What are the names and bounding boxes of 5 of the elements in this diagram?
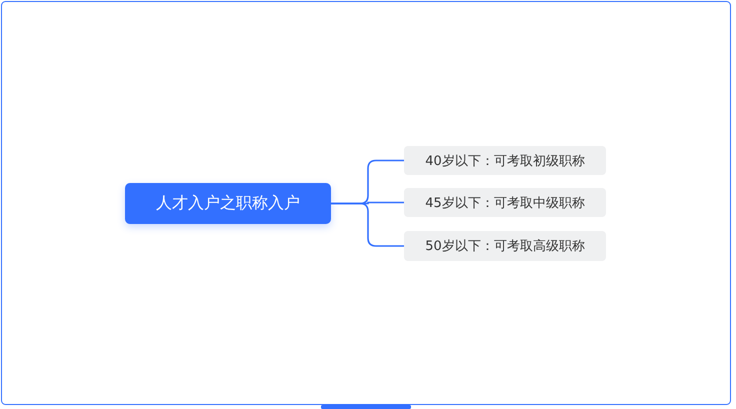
subtopic-box: 50岁以下：可考取高级职称	[404, 231, 606, 261]
subtopic-box: 40岁以下：可考取初级职称	[404, 146, 606, 175]
subtopic-box: 45岁以下：可考取中级职称	[404, 188, 606, 217]
connector-line	[331, 202, 404, 247]
topic-box: 人才入户之职称入户	[125, 183, 331, 224]
